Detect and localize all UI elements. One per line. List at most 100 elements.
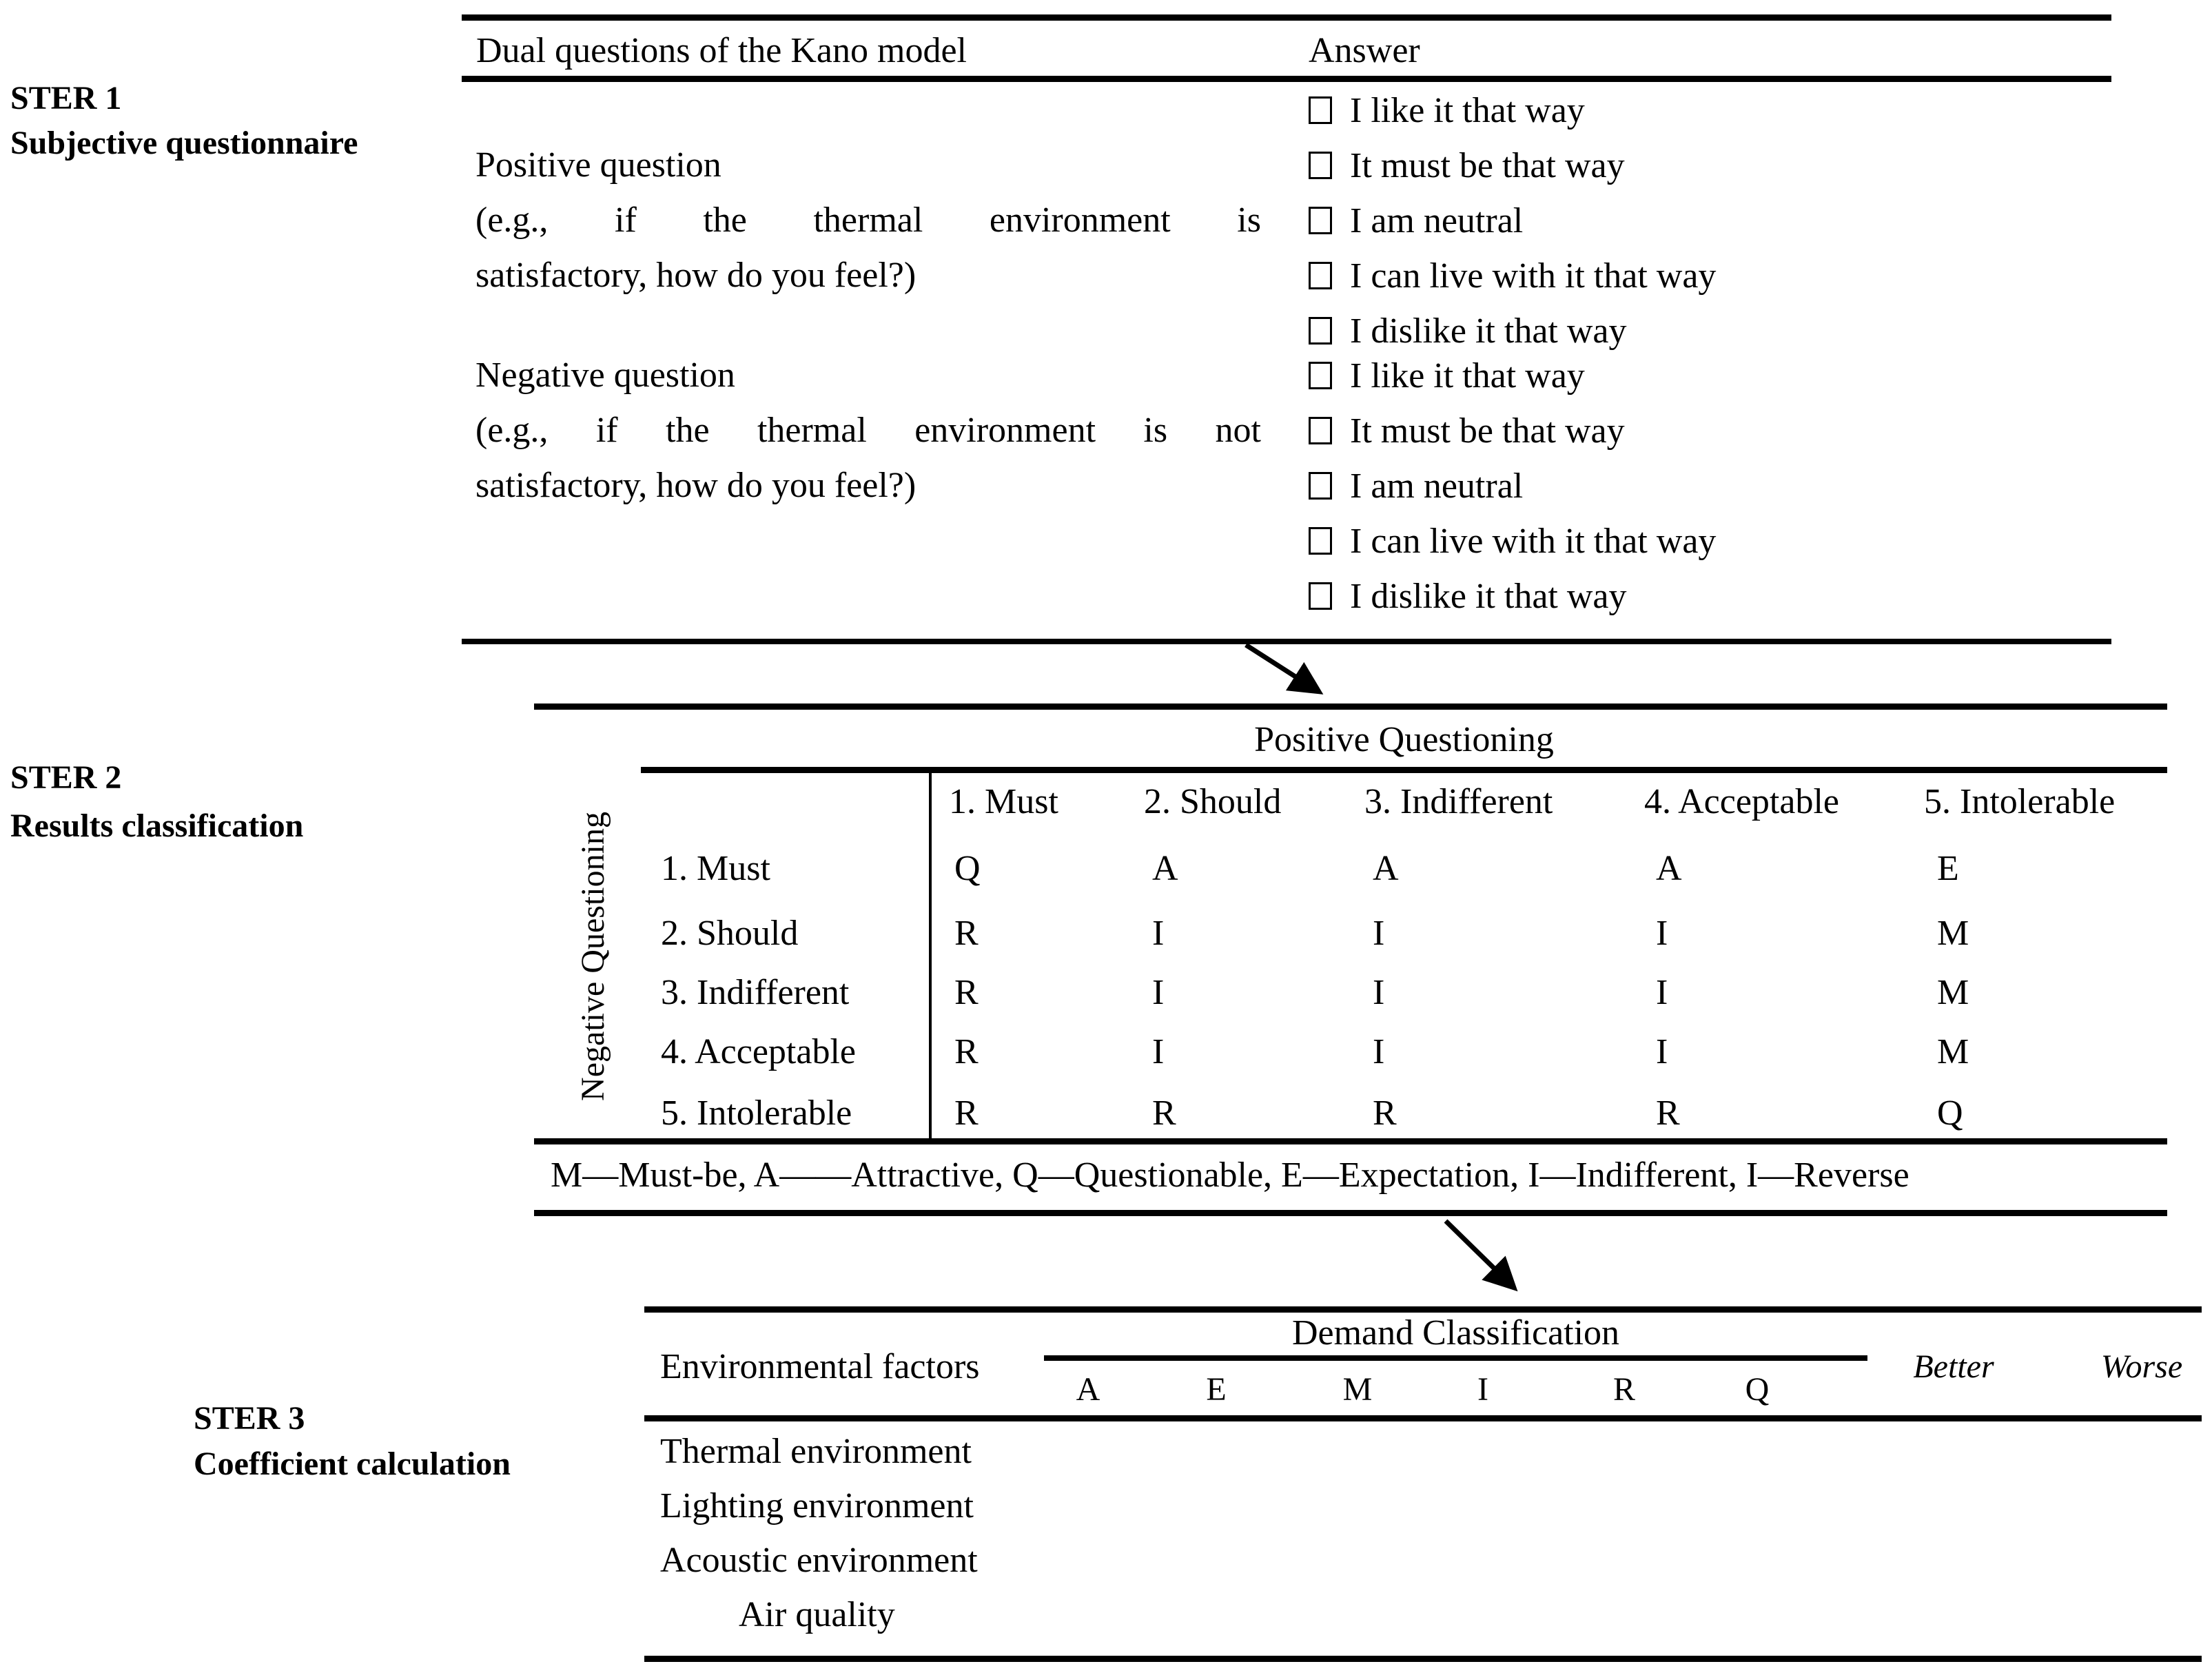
answer-option-label: I am neutral [1350, 466, 1524, 506]
step2-label-line2: Results classification [10, 808, 304, 844]
step3-label-line1: STER 3 [194, 1400, 305, 1437]
class-letter-header: I [1477, 1371, 1488, 1408]
matrix-cell: R [1152, 1093, 1176, 1133]
table1-bottom-rule [462, 639, 2111, 644]
answer-option: I like it that way [1309, 83, 1716, 138]
factor-row-label: Acoustic environment [660, 1541, 978, 1580]
matrix-cell: I [1656, 914, 1668, 953]
positive-question-title: Positive question [475, 145, 721, 185]
arrow-step1-to-step2-icon [1245, 643, 1324, 695]
matrix-row-label: 2. Should [661, 914, 799, 953]
negative-question-example-line2: satisfactory, how do you feel?) [475, 466, 916, 505]
answer-option-label: I can live with it that way [1350, 521, 1717, 561]
class-letter-header: M [1342, 1371, 1373, 1408]
matrix-row-label: 4. Acceptable [661, 1032, 856, 1071]
checkbox-icon[interactable] [1309, 362, 1332, 389]
answer-option: I can live with it that way [1309, 248, 1716, 303]
answer-option-label: I am neutral [1350, 201, 1524, 240]
matrix-cell: I [1152, 1032, 1165, 1071]
answer-column-header: Answer [1309, 31, 1420, 70]
answer-option-label: I like it that way [1350, 356, 1585, 396]
table2-bottom-rule [534, 1210, 2167, 1216]
answer-option-label: I can live with it that way [1350, 256, 1717, 296]
matrix-cell: R [954, 973, 979, 1012]
matrix-cell: I [1152, 914, 1165, 953]
table2-top-rule [534, 703, 2167, 710]
matrix-cell: M [1937, 1032, 1969, 1071]
matrix-cell: M [1937, 973, 1969, 1012]
matrix-column-header: 1. Must [949, 782, 1058, 821]
answer-option-label: I dislike it that way [1350, 311, 1627, 351]
step1-label-line1: STER 1 [10, 80, 122, 116]
checkbox-icon[interactable] [1309, 582, 1332, 610]
class-letter-header: Q [1745, 1371, 1770, 1408]
step2-label-line1: STER 2 [10, 759, 122, 796]
matrix-cell: I [1373, 914, 1385, 953]
answer-option: I can live with it that way [1309, 513, 1716, 568]
matrix-cell: R [954, 914, 979, 953]
matrix-cell: Q [1937, 1093, 1963, 1133]
checkbox-icon[interactable] [1309, 96, 1332, 124]
factor-row-label: Air quality [739, 1595, 895, 1634]
matrix-cell: I [1152, 973, 1165, 1012]
table2-body-bottom-rule [534, 1138, 2167, 1144]
answer-option: It must be that way [1309, 403, 1716, 458]
negative-questioning-axis-label: Negative Questioning [575, 812, 611, 1101]
negative-answer-options: I like it that way It must be that way I… [1309, 348, 1716, 624]
answer-option: I am neutral [1309, 193, 1716, 248]
factor-row-label: Lighting environment [660, 1486, 974, 1526]
matrix-column-header: 2. Should [1144, 782, 1282, 821]
positive-question-example-line1: (e.g., if the thermal environment is [475, 201, 1261, 240]
matrix-cell: R [954, 1093, 979, 1133]
answer-option: It must be that way [1309, 138, 1716, 193]
matrix-cell: I [1656, 1032, 1668, 1071]
positive-question-block: Positive question (e.g., if the thermal … [475, 138, 1261, 303]
matrix-cell: I [1373, 1032, 1385, 1071]
matrix-row-label: 3. Indifferent [661, 973, 850, 1012]
negative-question-example-line1: (e.g., if the thermal environment is not [475, 411, 1261, 450]
matrix-cell: A [1152, 849, 1178, 888]
matrix-row-label: 5. Intolerable [661, 1093, 852, 1133]
checkbox-icon[interactable] [1309, 262, 1332, 289]
class-letter-header: R [1612, 1371, 1635, 1408]
matrix-cell: A [1373, 849, 1399, 888]
negative-question-title: Negative question [475, 356, 735, 395]
matrix-column-header: 4. Acceptable [1644, 782, 1839, 821]
answer-option-label: I dislike it that way [1350, 576, 1627, 616]
table3-bottom-rule [644, 1656, 2202, 1662]
answer-option-label: I like it that way [1350, 90, 1585, 130]
answer-option: I dislike it that way [1309, 303, 1716, 358]
checkbox-icon[interactable] [1309, 317, 1332, 345]
negative-question-block: Negative question (e.g., if the thermal … [475, 348, 1261, 513]
matrix-cell: I [1373, 973, 1385, 1012]
answer-option: I dislike it that way [1309, 568, 1716, 624]
matrix-column-header: 5. Intolerable [1924, 782, 2116, 821]
checkbox-icon[interactable] [1309, 417, 1332, 444]
checkbox-icon[interactable] [1309, 207, 1332, 234]
positive-questioning-axis-label: Positive Questioning [1254, 720, 1554, 759]
class-letter-header: E [1206, 1371, 1227, 1408]
answer-option: I am neutral [1309, 458, 1716, 513]
checkbox-icon[interactable] [1309, 527, 1332, 555]
worse-column-header: Worse [2100, 1348, 2183, 1385]
answer-option-label: It must be that way [1350, 145, 1625, 185]
class-letter-header: A [1076, 1371, 1100, 1408]
checkbox-icon[interactable] [1309, 472, 1332, 500]
table1-header-rule [462, 76, 2111, 82]
matrix-column-header: 3. Indifferent [1364, 782, 1553, 821]
matrix-cell: Q [954, 849, 981, 888]
positive-answer-options: I like it that way It must be that way I… [1309, 83, 1716, 358]
answer-option-label: It must be that way [1350, 411, 1625, 451]
environmental-factors-header: Environmental factors [660, 1347, 980, 1386]
demand-classification-header: Demand Classification [1291, 1313, 1620, 1353]
matrix-cell: R [954, 1032, 979, 1071]
matrix-cell: R [1373, 1093, 1397, 1133]
table2-vertical-divider [929, 767, 932, 1138]
step3-label-line2: Coefficient calculation [194, 1446, 511, 1482]
table3-top-rule [644, 1306, 2202, 1313]
table1-top-rule [462, 14, 2111, 21]
matrix-cell: A [1656, 849, 1682, 888]
better-column-header: Better [1913, 1348, 1994, 1385]
checkbox-icon[interactable] [1309, 152, 1332, 179]
demand-classification-underline [1044, 1355, 1867, 1361]
